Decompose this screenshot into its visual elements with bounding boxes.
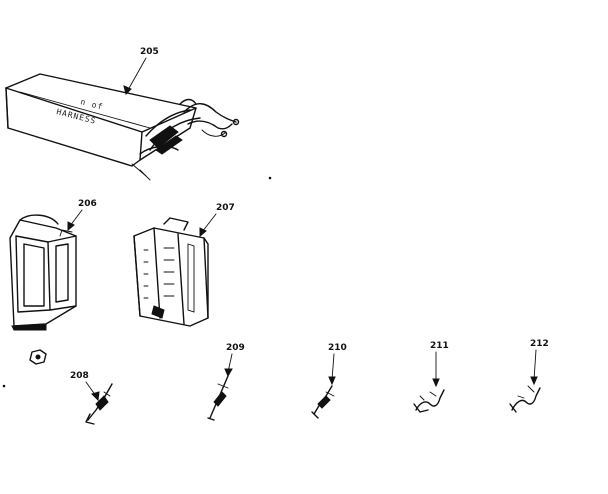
callout-label-211: 211: [430, 341, 449, 351]
callout-label-210: 210: [328, 343, 347, 353]
wrapper-text-bottom: HARNESS: [56, 107, 98, 126]
callout-label-205: 205: [140, 47, 159, 57]
callout-arrow-207: [201, 213, 217, 233]
callout-arrow-212: [533, 349, 537, 381]
terminal-211: 211: [413, 341, 449, 413]
callout-arrow-205: [127, 57, 147, 91]
callout-arrow-206: [69, 209, 83, 227]
hex-nut-icon: [29, 349, 47, 365]
callout-arrow-210: [331, 353, 335, 381]
callout-label-212: 212: [530, 339, 549, 349]
wiring-harness-205: n of HARNESS 205: [5, 47, 240, 181]
terminal-210: 210: [311, 343, 347, 419]
connector-housing-206: 206: [9, 199, 97, 365]
callout-label-209: 209: [226, 343, 245, 353]
callout-label-206: 206: [78, 199, 97, 209]
terminal-208: 208: [70, 371, 113, 425]
callout-label-208: 208: [70, 371, 89, 381]
connector-housing-207: 207: [133, 203, 235, 327]
terminal-209: 209: [207, 343, 245, 421]
terminal-212: 212: [509, 339, 549, 413]
callout-label-207: 207: [216, 203, 235, 213]
